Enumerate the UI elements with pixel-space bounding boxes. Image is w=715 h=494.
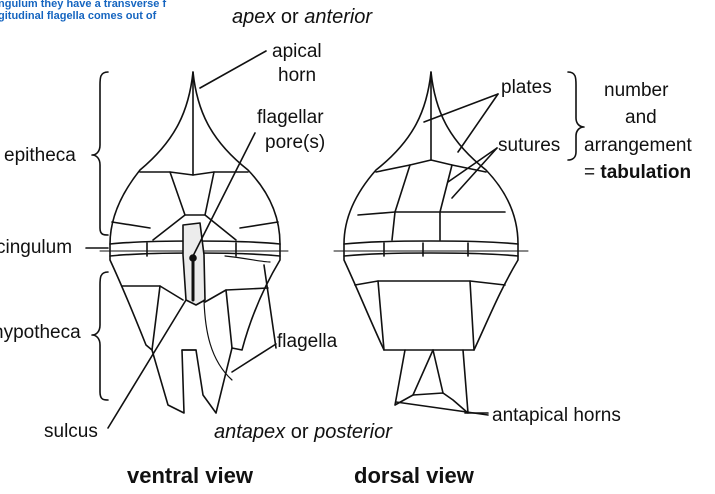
dorsal-suture [412,349,434,396]
hypotheca-label: hypotheca [0,322,81,343]
dorsal-suture [375,159,487,173]
dorsal-suture [354,280,506,286]
flagella-pointer [231,343,277,373]
number-label: number [604,80,669,101]
ventral-suture [151,285,161,351]
sutures-label: sutures [498,135,561,156]
hypotheca-brace [91,271,109,401]
ventral-suture [204,287,269,303]
dorsal-suture [432,349,444,394]
sulcus-label: sulcus [44,421,98,442]
flagella-label: flagella [277,331,338,352]
tabulation-label: = tabulation [584,162,692,183]
antapex-label: antapex or posterior [214,421,392,443]
ventral-flagellum [203,299,233,381]
antapical-horns-label: antapical horns [492,405,621,426]
sutures-pointer [447,147,498,183]
flagella-pointer [263,264,277,349]
ventral-suture [111,221,151,229]
apical-horn-pointer [199,50,267,89]
ventral-suture [169,171,215,176]
caption-fragment-line1: ngulum they have a transverse f [0,0,167,10]
and-label: and [625,107,657,128]
apex-label: apex or anterior [232,6,373,28]
dorsal-cingulum-suture [383,242,469,257]
dorsal-view-title: dorsal view [354,463,474,488]
dorsal-cell-outline [343,71,519,414]
flagellar-pore-pointer [191,132,256,259]
plates-pointer [457,93,499,153]
ventral-suture [204,171,249,241]
ventral-view-title: ventral view [127,463,253,488]
tabulation-brace [567,71,585,161]
epitheca-label: epitheca [4,145,76,166]
dorsal-suture [394,164,453,213]
ventral-cingulum-suture [146,242,237,257]
antapical-horns-pointer [395,401,489,416]
flagellar-pore-label-2: pore(s) [265,132,326,153]
plates-label: plates [501,77,552,98]
dorsal-suture [469,280,475,351]
ventral-suture [225,289,233,349]
epitheca-brace [91,71,109,236]
ventral-flagellum [224,255,271,263]
flagellar-pore-label-1: flagellar [257,107,324,128]
sutures-pointer [451,147,498,199]
plates-pointer [423,93,499,123]
sulcus-pointer [107,299,187,429]
ventral-suture [139,171,186,241]
ventral-suture [121,285,184,301]
dorsal-suture [377,280,385,351]
dorsal-suture [357,211,396,216]
apical-horn-label-2: horn [278,65,317,86]
caption-fragment-line2: gitudinal flagella comes out of [0,10,157,22]
dorsal-cingulum [343,252,519,257]
dorsal-cingulum [343,240,519,245]
dorsal-suture [391,211,441,241]
cingulum-label: cingulum [0,237,73,258]
arrangement-label: arrangement [584,135,692,156]
apical-horn-label-1: apical [272,41,322,62]
ventral-suture [239,221,279,229]
